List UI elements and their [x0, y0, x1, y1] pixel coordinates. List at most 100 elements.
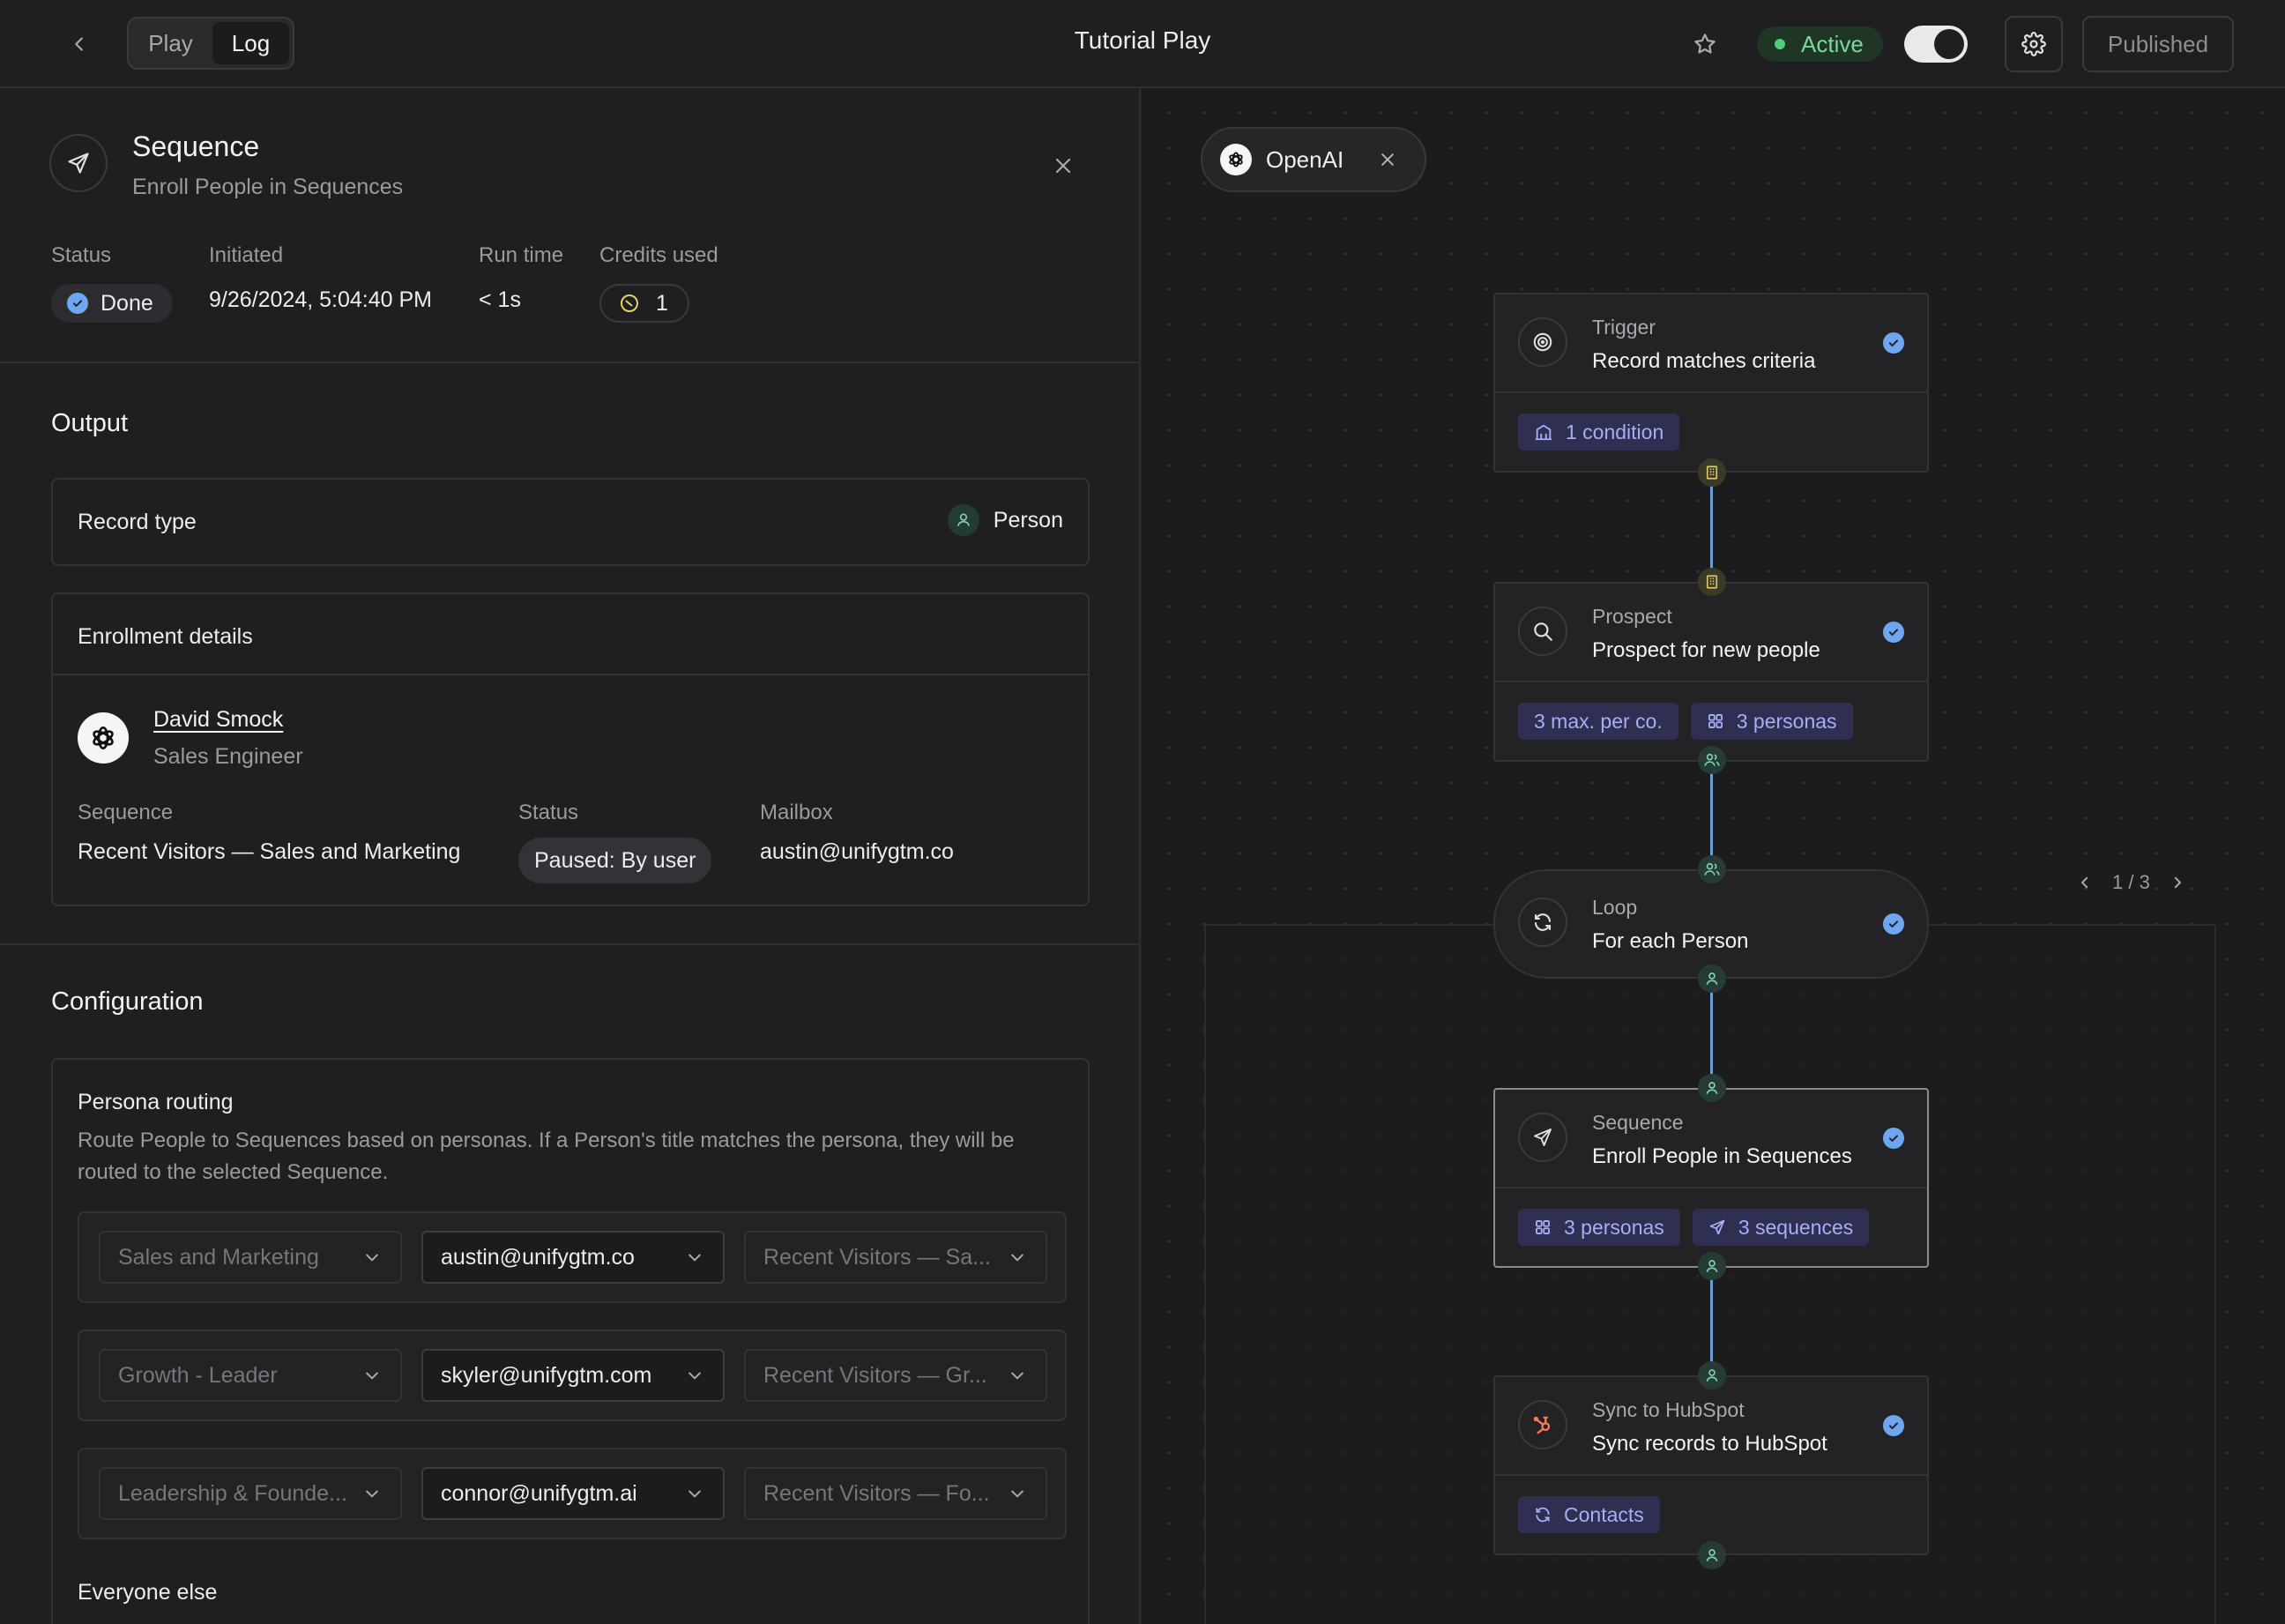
chevron-down-icon: [1007, 1483, 1028, 1504]
divider: [0, 361, 1139, 363]
connector-line: [1710, 473, 1713, 582]
person-name-link[interactable]: David Smock: [153, 707, 284, 732]
record-type-value: Person: [947, 504, 1063, 536]
chevron-down-icon: [684, 1483, 705, 1504]
workflow-node-loop[interactable]: Loop For each Person: [1493, 869, 1929, 979]
everyone-else-title: Everyone else: [78, 1580, 218, 1605]
workflow-node-prospect[interactable]: Prospect Prospect for new people 3 max. …: [1493, 582, 1929, 762]
workflow-canvas[interactable]: OpenAI 1 / 3 Trigger Record matches crit…: [1142, 88, 2285, 1624]
persona-routing-description: Route People to Sequences based on perso…: [78, 1129, 1015, 1184]
company-filter-chip[interactable]: OpenAI: [1201, 127, 1427, 192]
pager-prev-button[interactable]: [2077, 875, 2093, 890]
chevron-down-icon: [361, 1247, 383, 1268]
status-badge: Active: [1757, 26, 1883, 62]
chevron-left-icon: [2081, 876, 2088, 889]
persona-select[interactable]: Sales and Marketing: [99, 1231, 402, 1284]
send-icon: [1518, 1113, 1567, 1162]
status-dot-icon: [1775, 39, 1785, 49]
persona-routing-title: Persona routing: [78, 1090, 234, 1114]
workflow-node-trigger[interactable]: Trigger Record matches criteria 1 condit…: [1493, 293, 1929, 473]
sequence-select[interactable]: Recent Visitors — Sa...: [744, 1231, 1047, 1284]
mailbox-label: Mailbox: [760, 801, 833, 824]
people-icon: [1698, 746, 1726, 774]
favorite-button[interactable]: [1687, 26, 1723, 62]
persona-select-value: Growth - Leader: [118, 1362, 278, 1388]
node-tag: 3 sequences: [1692, 1209, 1870, 1246]
node-tag-text: 3 personas: [1736, 709, 1837, 733]
chevron-left-icon: [75, 37, 83, 51]
chevron-down-icon: [684, 1247, 705, 1268]
people-icon: [1698, 855, 1726, 883]
check-circle-icon: [1883, 913, 1904, 935]
enrollment-header: Enrollment details: [53, 594, 1088, 675]
routing-row: Growth - Leader skyler@unifygtm.com Rece…: [78, 1330, 1067, 1421]
send-icon: [1709, 1219, 1725, 1235]
step-title: Sequence: [132, 130, 260, 162]
building-icon: [1535, 424, 1552, 441]
output-title: Output: [51, 409, 129, 437]
sync-icon: [1536, 1507, 1550, 1523]
record-type-card: Record type Person: [51, 478, 1090, 566]
persona-select-value: Leadership & Founde...: [118, 1480, 347, 1506]
node-description: Record matches criteria: [1592, 349, 1816, 373]
enroll-status-badge: Paused: By user: [518, 838, 712, 883]
persona-routing-card: Persona routing Route People to Sequence…: [51, 1058, 1090, 1624]
close-icon: [1055, 158, 1071, 174]
tab-log[interactable]: Log: [212, 22, 289, 64]
person-icon: [1698, 965, 1726, 993]
mailbox-select[interactable]: skyler@unifygtm.com: [421, 1349, 725, 1402]
sequence-select[interactable]: Recent Visitors — Fo...: [744, 1467, 1047, 1520]
chevron-down-icon: [361, 1365, 383, 1386]
person-icon: [1698, 1361, 1726, 1389]
mailbox-select-value: austin@unifygtm.co: [441, 1244, 635, 1270]
back-button[interactable]: [58, 23, 100, 65]
workflow-node-hubspot[interactable]: Sync to HubSpot Sync records to HubSpot …: [1493, 1375, 1929, 1555]
persona-select[interactable]: Growth - Leader: [99, 1349, 402, 1402]
person-icon: [1698, 1074, 1726, 1102]
node-kind: Trigger: [1592, 316, 1656, 339]
chevron-down-icon: [361, 1483, 383, 1504]
connector-line: [1710, 979, 1713, 1088]
routing-row: Sales and Marketing austin@unifygtm.co R…: [78, 1211, 1067, 1303]
company-logo-icon: [78, 712, 129, 764]
close-button[interactable]: [1046, 148, 1081, 183]
record-type-label: Record type: [78, 510, 197, 534]
runtime-value: < 1s: [479, 287, 521, 312]
workflow-node-sequence[interactable]: Sequence Enroll People in Sequences 3 pe…: [1493, 1088, 1929, 1268]
check-circle-icon: [67, 293, 88, 314]
coin-icon: [621, 294, 638, 312]
check-circle-icon: [1883, 1128, 1904, 1149]
node-description: Enroll People in Sequences: [1592, 1144, 1852, 1168]
initiated-value: 9/26/2024, 5:04:40 PM: [209, 287, 432, 312]
record-type-text: Person: [993, 507, 1063, 533]
company-name: OpenAI: [1266, 145, 1344, 173]
search-icon: [1518, 607, 1567, 656]
chevron-down-icon: [1007, 1247, 1028, 1268]
node-tag-text: 3 personas: [1564, 1215, 1664, 1239]
hubspot-icon: [1518, 1400, 1567, 1449]
node-tag: 3 max. per co.: [1518, 703, 1678, 740]
person-icon: [1698, 1252, 1726, 1280]
company-logo-icon: [1220, 144, 1252, 175]
pager-next-button[interactable]: [2170, 875, 2185, 890]
sequence-select-value: Recent Visitors — Gr...: [763, 1362, 987, 1388]
star-icon: [1694, 34, 1716, 54]
sequence-select[interactable]: Recent Visitors — Gr...: [744, 1349, 1047, 1402]
pager-text: 1 / 3: [2112, 871, 2150, 893]
published-button[interactable]: Published: [2082, 16, 2234, 72]
active-toggle[interactable]: [1904, 26, 1968, 63]
node-kind: Sequence: [1592, 1111, 1684, 1134]
mailbox-select[interactable]: connor@unifygtm.ai: [421, 1467, 725, 1520]
sequence-label: Sequence: [78, 801, 174, 824]
routing-row: Leadership & Founde... connor@unifygtm.a…: [78, 1448, 1067, 1539]
loop-pager: 1 / 3: [2077, 871, 2185, 894]
mailbox-select[interactable]: austin@unifygtm.co: [421, 1231, 725, 1284]
divider: [0, 943, 1139, 945]
settings-button[interactable]: [2005, 16, 2063, 72]
remove-filter-button[interactable]: [1379, 151, 1396, 168]
chevron-down-icon: [1007, 1365, 1028, 1386]
persona-select[interactable]: Leadership & Founde...: [99, 1467, 402, 1520]
tab-play[interactable]: Play: [148, 29, 193, 56]
person-role: Sales Engineer: [153, 744, 303, 769]
mailbox-select-value: connor@unifygtm.ai: [441, 1480, 637, 1506]
